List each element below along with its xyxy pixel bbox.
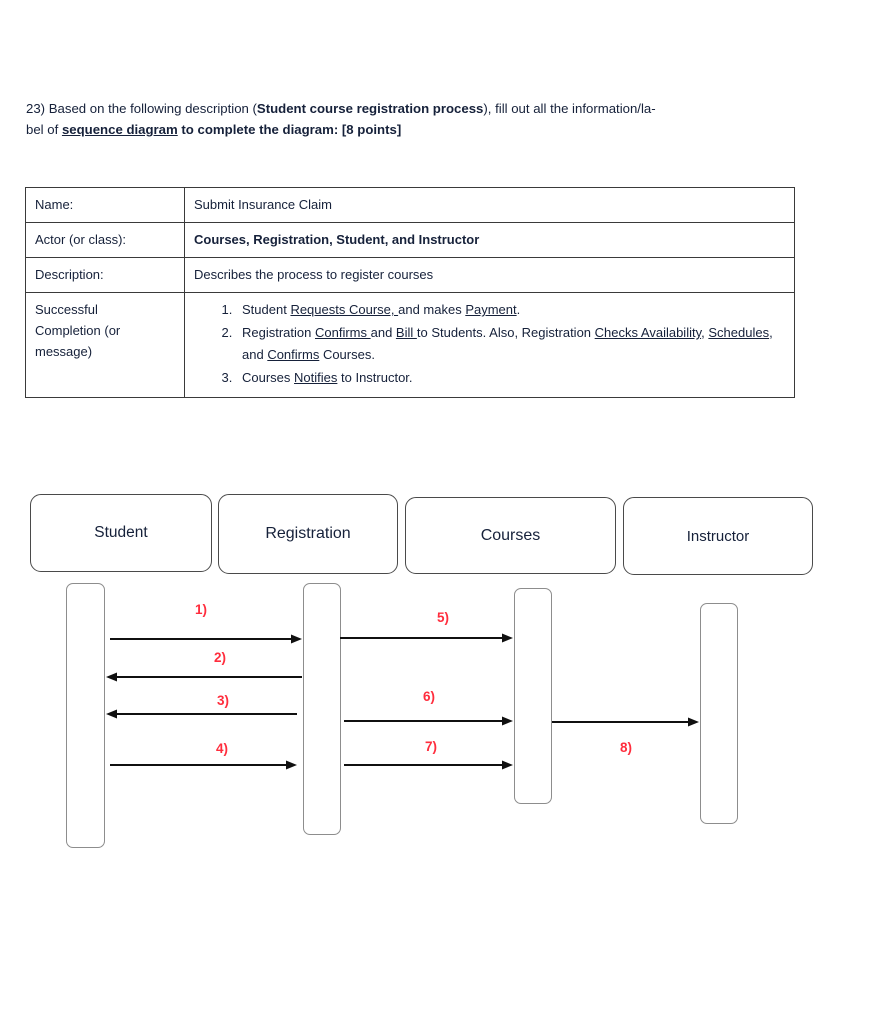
participant-box-registration[interactable]: Registration	[218, 494, 398, 574]
row-label-name: Name:	[25, 187, 185, 223]
question-line1-suffix: ), fill out all the information/la-	[483, 101, 656, 116]
underlined-term: Confirms	[314, 325, 371, 340]
message-arrow-1[interactable]	[100, 631, 312, 647]
completion-label-line-1: Successful	[35, 302, 98, 317]
question-line-1: 23) Based on the following description (…	[26, 101, 656, 116]
activation-bar-courses[interactable]	[514, 588, 552, 804]
step-text: , and	[242, 325, 773, 362]
step-text: and makes	[398, 302, 466, 317]
activation-bar-student[interactable]	[66, 583, 105, 848]
message-label-5[interactable]: 5)	[437, 610, 450, 625]
underlined-term: Schedules	[708, 325, 770, 340]
participant-box-instructor[interactable]: Instructor	[623, 497, 813, 575]
completion-label-line-2: Completion (or	[35, 323, 121, 338]
message-label-4[interactable]: 4)	[216, 741, 229, 756]
message-arrow-5[interactable]	[330, 630, 523, 646]
completion-step-1: Student Requests Course, and makes Payme…	[236, 299, 785, 321]
participant-box-student[interactable]: Student	[30, 494, 212, 572]
underlined-term: Checks Availability	[594, 325, 702, 340]
message-arrow-7[interactable]	[334, 757, 523, 773]
step-text: Registration	[242, 325, 315, 340]
message-label-8[interactable]: 8)	[620, 740, 633, 755]
message-label-7[interactable]: 7)	[425, 739, 438, 754]
question-prompt: 23) Based on the following description (…	[26, 98, 848, 140]
row-value-name: Submit Insurance Claim	[184, 187, 795, 223]
message-label-2[interactable]: 2)	[214, 650, 227, 665]
step-text: Student	[242, 302, 291, 317]
sequence-diagram-underline: sequence diagram	[61, 122, 178, 137]
question-prefix: 23) Based on the following description (	[26, 101, 257, 116]
completion-label-line-3: message)	[35, 344, 93, 359]
step-text: Courses	[242, 370, 295, 385]
participant-label: Registration	[265, 525, 351, 542]
row-label-completion: Successful Completion (or message)	[25, 292, 185, 398]
table-row-name: Name: Submit Insurance Claim	[25, 187, 795, 223]
step-text: ,	[701, 325, 709, 340]
participant-box-courses[interactable]: Courses	[405, 497, 616, 574]
participant-label: Student	[94, 524, 148, 541]
table-row-description: Description: Describes the process to re…	[25, 257, 795, 293]
message-label-3[interactable]: 3)	[217, 693, 230, 708]
participant-label: Courses	[480, 526, 541, 544]
message-arrow-4[interactable]	[100, 757, 307, 773]
underlined-term: Confirms	[267, 347, 320, 362]
underlined-term: Notifies	[294, 370, 338, 385]
participant-label: Instructor	[686, 527, 750, 545]
step-text: Courses.	[319, 347, 375, 362]
question-line2-suffix: to complete the diagram: [8 points]	[177, 122, 402, 137]
row-value-description: Describes the process to register course…	[184, 257, 795, 293]
message-label-1[interactable]: 1)	[195, 602, 208, 617]
row-label-actor: Actor (or class):	[25, 222, 185, 258]
completion-steps-list: Student Requests Course, and makes Payme…	[218, 299, 785, 389]
message-arrow-3[interactable]	[96, 706, 307, 722]
underlined-term: Payment	[465, 302, 517, 317]
completion-step-2: Registration Confirms and Bill to Studen…	[236, 322, 785, 366]
message-arrow-2[interactable]	[96, 669, 312, 685]
step-text: to Students. Also, Registration	[416, 325, 595, 340]
message-arrow-8[interactable]	[542, 714, 709, 730]
activation-bar-registration[interactable]	[303, 583, 341, 835]
row-label-description: Description:	[25, 257, 185, 293]
activation-bar-instructor[interactable]	[700, 603, 738, 824]
underlined-term: Requests Course,	[290, 302, 399, 317]
step-text: and	[370, 325, 396, 340]
completion-step-3: Courses Notifies to Instructor.	[236, 367, 785, 389]
question-line2-prefix: bel of	[26, 122, 62, 137]
row-value-actor: Courses, Registration, Student, and Inst…	[184, 222, 795, 258]
question-line-2: bel of sequence diagram to complete the …	[26, 122, 401, 137]
step-text: to Instructor.	[337, 370, 413, 385]
message-arrow-6[interactable]	[334, 713, 523, 729]
step-text: .	[516, 302, 521, 317]
message-label-6[interactable]: 6)	[423, 689, 436, 704]
question-bold-phrase: Student course registration process	[256, 101, 484, 116]
row-value-completion: Student Requests Course, and makes Payme…	[184, 292, 795, 398]
table-row-completion: Successful Completion (or message) Stude…	[25, 292, 795, 398]
table-row-actor: Actor (or class): Courses, Registration,…	[25, 222, 795, 258]
use-case-spec-table: Name: Submit Insurance Claim Actor (or c…	[25, 187, 795, 398]
underlined-term: Bill	[395, 325, 417, 340]
